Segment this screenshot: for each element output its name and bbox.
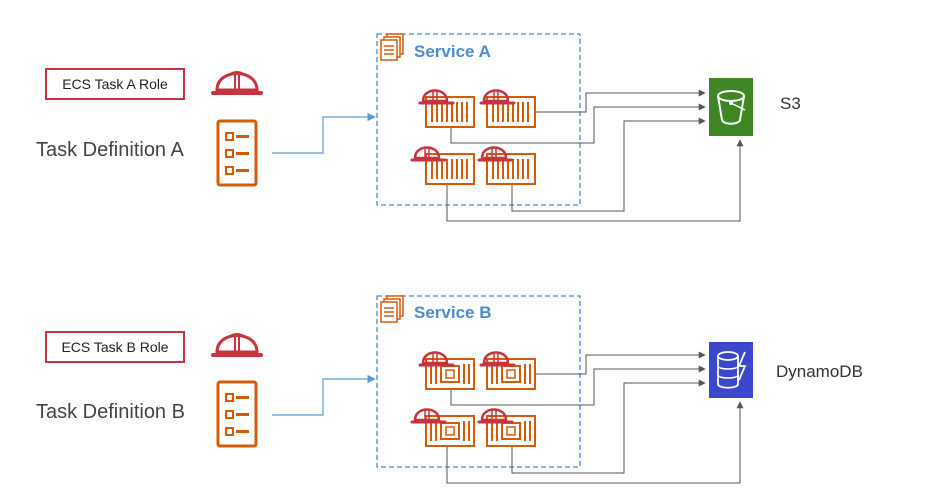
service-b-box [376,295,581,468]
service-b-title: Service B [414,303,492,322]
service-a-title: Service A [414,42,491,61]
ecs-task-a-role-label: ECS Task A Role [62,76,168,92]
service-b-to-dynamodb-connectors [446,351,744,484]
dynamodb-label: DynamoDB [776,362,863,381]
task-definition-b-icon [216,380,258,448]
role-b-helmet-icon [211,332,263,357]
task-definition-a-icon [216,119,258,187]
task-definition-b-label: Task Definition B [36,401,185,423]
ecs-task-b-role-box: ECS Task B Role [45,331,185,363]
service-a-box [376,33,581,206]
role-a-helmet-icon [211,70,263,95]
service-a-stack-icon [380,33,404,61]
task-a-to-service-arrow [272,112,376,154]
service-b-stack-icon [380,295,404,323]
service-a-to-s3-connectors [446,89,744,222]
task-definition-a-label: Task Definition A [36,139,184,161]
s3-bucket-icon [709,78,753,136]
s3-label: S3 [780,94,801,113]
ecs-task-a-role-box: ECS Task A Role [45,68,185,100]
task-b-to-service-arrow [272,374,376,416]
dynamodb-icon [709,342,753,398]
ecs-task-b-role-label: ECS Task B Role [61,339,169,355]
